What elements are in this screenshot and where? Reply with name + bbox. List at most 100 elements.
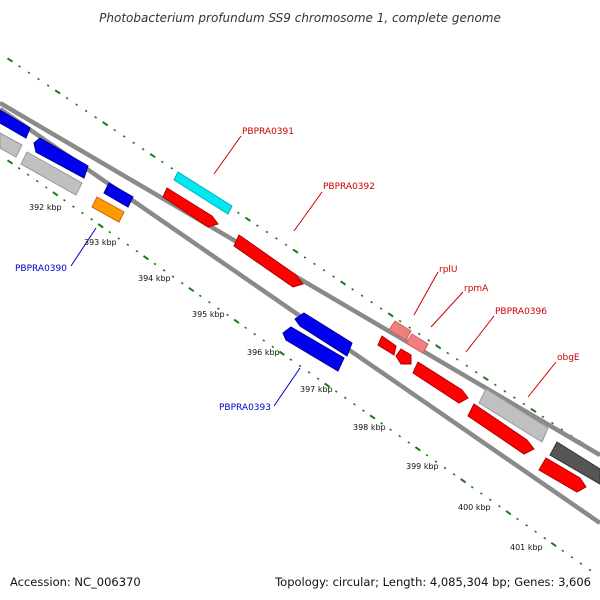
gene-arrow[interactable]	[0, 132, 23, 158]
gene-PBPRA0393[interactable]	[282, 326, 345, 372]
leader-lines	[70, 135, 557, 407]
tick-mark	[102, 121, 109, 127]
tick-mark	[379, 307, 383, 310]
tick-mark	[6, 159, 14, 165]
gene-arrow[interactable]	[412, 361, 469, 404]
gene-label-obgE[interactable]: obgE	[557, 353, 580, 363]
gene-next-red[interactable]	[538, 457, 587, 493]
gene-PBPRA0396[interactable]	[412, 361, 469, 404]
tick-mark	[452, 473, 456, 476]
tick-mark	[171, 275, 175, 279]
gene-arrow[interactable]	[467, 403, 535, 455]
gene-label-PBPRA0391[interactable]: PBPRA0391	[242, 127, 294, 137]
tick-mark	[482, 376, 489, 382]
tick-mark	[443, 466, 447, 470]
tick-mark	[516, 517, 519, 521]
gene-arrow[interactable]	[395, 348, 412, 365]
gene-arrow[interactable]	[388, 320, 412, 341]
tick-mark	[126, 243, 130, 247]
tick-mark	[550, 541, 557, 548]
tick-mark	[498, 504, 501, 508]
tick-mark	[303, 256, 307, 259]
tick-mark	[162, 269, 166, 272]
gene-left-blue[interactable]	[0, 109, 31, 139]
tick-mark	[262, 339, 266, 342]
gene-arrow[interactable]	[478, 388, 549, 443]
gene-arrow[interactable]	[233, 234, 304, 288]
gene-rplU-pink[interactable]	[388, 320, 412, 341]
gene-label-rplU[interactable]: rplU	[439, 265, 458, 275]
outer-tick-row	[6, 57, 600, 456]
gene-arrow[interactable]	[0, 109, 31, 139]
gene-obgE[interactable]	[467, 403, 535, 455]
gene-arrow[interactable]	[162, 187, 219, 228]
tick-mark	[512, 396, 516, 399]
gene-arrow[interactable]	[20, 151, 83, 196]
gene-obgE-grey[interactable]	[478, 388, 549, 443]
tick-mark	[488, 498, 492, 502]
kbp-label-400: 400 kbp	[458, 503, 491, 512]
gene-arrow[interactable]	[405, 333, 429, 354]
tick-mark	[370, 300, 373, 304]
tick-mark	[353, 402, 356, 406]
tick-mark	[188, 286, 195, 293]
tick-mark	[322, 268, 326, 272]
tick-mark	[117, 237, 121, 240]
tick-mark	[65, 96, 69, 100]
gene-label-PBPRA0393[interactable]: PBPRA0393	[219, 403, 271, 413]
gene-PBPRA0392[interactable]	[233, 234, 304, 288]
gene-arrow[interactable]	[173, 171, 233, 215]
gene-grey-reverse[interactable]	[20, 151, 83, 196]
tick-mark	[541, 415, 545, 419]
tick-mark	[271, 345, 275, 349]
gene-arrow[interactable]	[294, 312, 353, 357]
kbp-label-398: 398 kbp	[353, 423, 386, 432]
gene-left-grey[interactable]	[0, 132, 23, 158]
tick-mark	[414, 446, 421, 452]
tick-mark	[217, 307, 220, 310]
tick-mark	[534, 530, 537, 534]
tick-mark	[334, 390, 338, 393]
gene-rplU[interactable]	[377, 335, 397, 356]
gene-arrow[interactable]	[103, 182, 134, 208]
kbp-label-395: 395 kbp	[192, 310, 225, 319]
tick-mark	[505, 510, 512, 516]
tick-mark	[27, 71, 31, 75]
gene-arrow[interactable]	[377, 335, 397, 356]
tick-mark	[72, 205, 75, 208]
gene-arrow[interactable]	[282, 326, 345, 372]
tick-mark	[470, 485, 474, 489]
tick-mark	[149, 153, 156, 159]
gene-PBPRA0390[interactable]	[103, 182, 134, 208]
tick-mark	[324, 382, 331, 388]
tick-mark	[141, 147, 145, 151]
tick-mark	[275, 237, 278, 240]
gene-label-PBPRA0392[interactable]: PBPRA0392	[323, 182, 375, 192]
gene-label-PBPRA0390[interactable]: PBPRA0390	[15, 264, 67, 274]
tick-mark	[289, 358, 293, 361]
tick-mark	[398, 434, 402, 438]
inner-tick-row	[6, 159, 592, 572]
gene-arrow[interactable]	[91, 196, 125, 223]
tick-mark	[362, 409, 365, 412]
gene-rpmA[interactable]	[395, 348, 412, 365]
gene-next-darkgrey[interactable]	[549, 441, 600, 485]
tick-mark	[153, 262, 157, 266]
gene-label-rpmA[interactable]: rpmA	[464, 284, 489, 294]
gene-label-PBPRA0396[interactable]: PBPRA0396	[495, 307, 547, 317]
gene-rpmA-pink[interactable]	[405, 333, 429, 354]
tick-mark	[6, 57, 14, 63]
gene-PBPRA0390-orange[interactable]	[91, 196, 125, 223]
tick-mark	[292, 248, 299, 254]
tick-mark	[75, 103, 78, 106]
gene-arrow[interactable]	[33, 137, 89, 179]
tick-mark	[543, 536, 547, 540]
tick-mark	[135, 249, 139, 253]
gene-PBPRA0390-blue-left[interactable]	[33, 137, 89, 179]
gene-arrow[interactable]	[538, 457, 587, 493]
gene-PBPRA0391-red[interactable]	[162, 187, 219, 228]
gene-PBPRA0391[interactable]	[173, 171, 233, 215]
gene-arrow[interactable]	[549, 441, 600, 485]
gene-PBPRA0393-top[interactable]	[294, 312, 353, 357]
